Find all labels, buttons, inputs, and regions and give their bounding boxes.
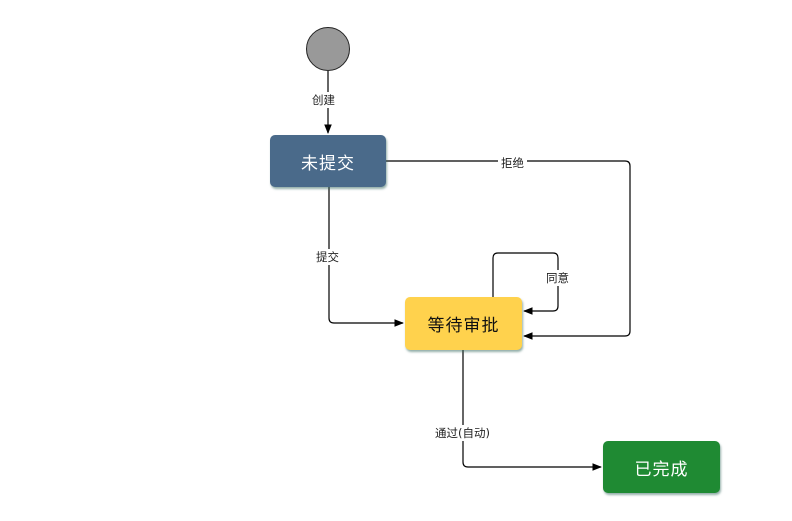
edge-reject[interactable]	[386, 160, 631, 340]
edge-pass[interactable]	[462, 350, 602, 471]
state-node-unsubmitted[interactable]: 未提交	[270, 135, 386, 187]
edge-label-create: 创建	[309, 92, 338, 108]
edge-approve[interactable]	[492, 252, 559, 315]
start-node[interactable]	[306, 27, 350, 71]
edge-submit[interactable]	[328, 187, 404, 327]
edge-label-submit: 提交	[313, 249, 342, 265]
edge-label-pass: 通过(自动)	[432, 425, 493, 441]
state-node-done[interactable]: 已完成	[603, 441, 720, 493]
state-label: 未提交	[301, 153, 355, 174]
state-node-pending[interactable]: 等待审批	[405, 297, 522, 350]
edge-label-reject: 拒绝	[498, 155, 527, 171]
state-label: 已完成	[634, 459, 689, 480]
edge-label-approve: 同意	[543, 270, 572, 286]
state-label: 等待审批	[427, 316, 500, 336]
